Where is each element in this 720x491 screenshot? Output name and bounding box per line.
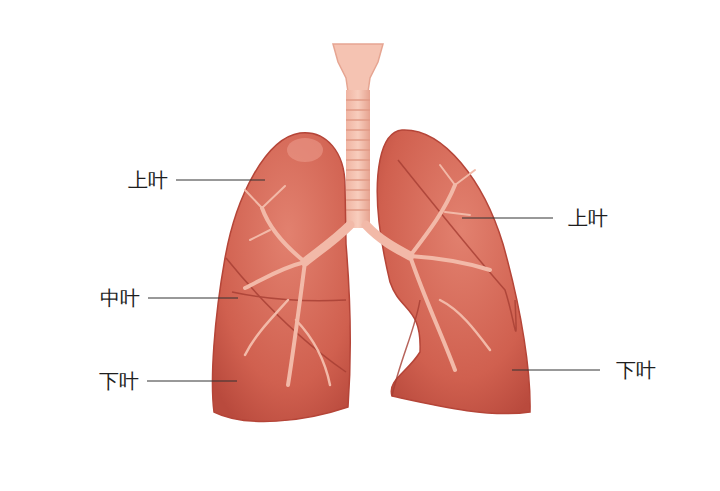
left-lung	[377, 130, 530, 414]
lobe-label: 上叶	[126, 169, 170, 191]
lobe-label: 上叶	[566, 207, 610, 229]
trachea	[346, 90, 370, 228]
highlight	[287, 138, 323, 162]
lobe-label: 下叶	[614, 359, 658, 381]
trachea-rings	[346, 100, 370, 210]
leader-lines	[147, 180, 600, 381]
right-lung	[212, 133, 350, 422]
lobe-label: 下叶	[97, 370, 141, 392]
lobe-label: 中叶	[98, 287, 142, 309]
fissures	[226, 160, 516, 396]
bronchial-tree	[245, 165, 490, 385]
larynx	[333, 44, 383, 92]
